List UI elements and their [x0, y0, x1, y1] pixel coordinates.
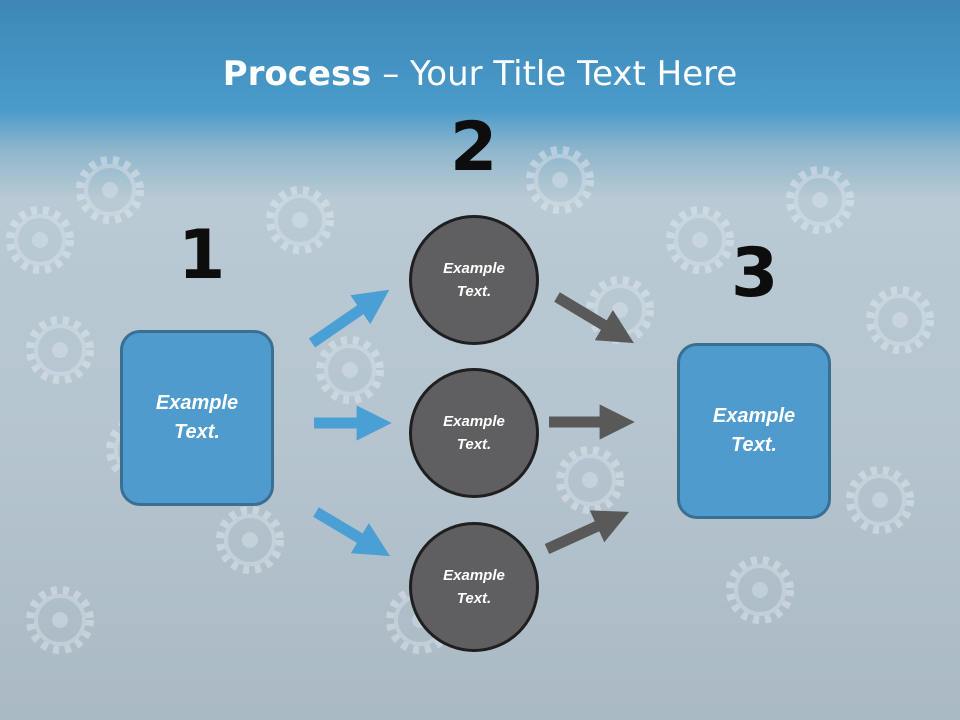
slide-title: Process – Your Title Text Here [0, 54, 960, 94]
step-number-2: 2 [450, 108, 498, 187]
right-step-box: Example Text. [677, 343, 831, 519]
left-box-line-1: Example [155, 392, 239, 414]
circle-middle-line-2: Text. [456, 436, 492, 453]
arrow-top-to-right [554, 292, 634, 344]
circle-bottom-line-1: Example [443, 567, 505, 584]
right-box-line-2: Text. [731, 434, 777, 456]
left-step-box: Example Text. [120, 330, 274, 506]
title-bold: Process [222, 54, 372, 94]
circle-top-line-2: Text. [456, 283, 492, 300]
circle-step-middle: Example Text. [409, 368, 539, 498]
arrow-left-to-top [308, 289, 390, 348]
title-rest: – Your Title Text Here [371, 54, 738, 94]
arrow-left-to-bottom [313, 507, 391, 557]
circle-bottom-line-2: Text. [456, 590, 492, 607]
circle-middle-line-1: Example [443, 413, 505, 430]
right-box-line-1: Example [712, 405, 796, 427]
left-box-line-2: Text. [174, 421, 220, 443]
circle-top-line-1: Example [443, 260, 505, 277]
circle-step-top: Example Text. [409, 215, 539, 345]
circle-step-bottom: Example Text. [409, 522, 539, 652]
arrow-bottom-to-right [544, 510, 630, 555]
step-number-1: 1 [178, 216, 226, 295]
step-number-3: 3 [731, 234, 779, 313]
